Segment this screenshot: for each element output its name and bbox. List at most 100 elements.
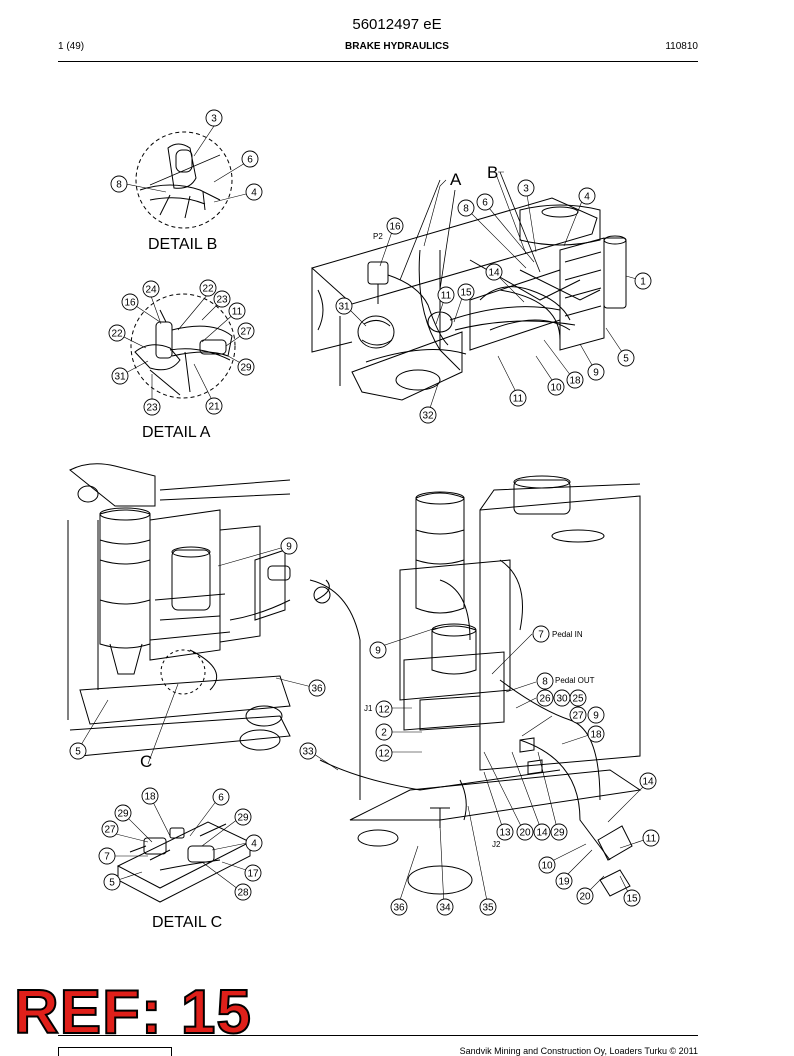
callout-number: 10 [550, 383, 562, 394]
callout-circle [634, 272, 652, 290]
callout-number: 9 [593, 368, 599, 379]
detail-c-view [116, 821, 252, 903]
callout-circle [476, 193, 494, 211]
callout-circle [550, 823, 568, 841]
callout-number: 11 [513, 394, 524, 405]
callout-circle [110, 175, 128, 193]
footer-copyright: Sandvik Mining and Construction Oy, Load… [459, 1046, 698, 1056]
callout-number: 5 [623, 354, 629, 365]
callout-circle [228, 302, 246, 320]
callout-circle [103, 873, 121, 891]
callout-circle [237, 322, 255, 340]
callout-number: 13 [499, 828, 511, 839]
callout-number: 22 [202, 284, 214, 295]
callout-circle [108, 324, 126, 342]
callout-circle [536, 672, 554, 690]
callout-circle [234, 883, 252, 901]
callout-number: 3 [523, 184, 529, 195]
callout-circle [587, 706, 605, 724]
callout-number: 29 [553, 828, 565, 839]
callout-number: 9 [593, 711, 599, 722]
callout-number: 8 [542, 677, 548, 688]
j2-label: J2 [492, 840, 501, 849]
callout-circle [576, 887, 594, 905]
callout-number: 27 [240, 327, 252, 338]
callout-circle [212, 788, 230, 806]
callout-number: 18 [590, 730, 602, 741]
callout-circle [121, 293, 139, 311]
callout-circle [390, 898, 408, 916]
callout-number: 29 [240, 363, 252, 374]
callout-number: 32 [422, 411, 434, 422]
callout-number: 23 [216, 295, 228, 306]
callout-number: 4 [251, 188, 257, 199]
callout-circle [245, 183, 263, 201]
pedal-out-label: Pedal OUT [555, 676, 595, 685]
callout-circle [142, 280, 160, 298]
callout-number: 36 [311, 684, 323, 695]
callout-number: 7 [104, 852, 110, 863]
callout-number: 12 [378, 705, 390, 716]
section-title: BRAKE HYDRAULICS [345, 41, 449, 52]
p2-label: P2 [373, 232, 383, 241]
callout-number: 21 [208, 402, 220, 413]
callout-number: 2 [381, 728, 387, 739]
callout-circle [457, 283, 475, 301]
callout-number: 4 [251, 839, 257, 850]
callout-circle [375, 723, 393, 741]
callout-number: 9 [286, 542, 292, 553]
callout-circle [245, 834, 263, 852]
callout-circle [569, 706, 587, 724]
callout-circle [437, 286, 455, 304]
callout-number: 5 [109, 878, 115, 889]
callout-circle [205, 109, 223, 127]
callout-number: 12 [378, 749, 390, 760]
callout-number: 22 [111, 329, 123, 340]
callout-number: 23 [146, 403, 158, 414]
callout-circle [623, 889, 641, 907]
callout-number: 31 [114, 372, 126, 383]
detail-c-caption: DETAIL C [152, 914, 223, 931]
brake-valve-assembly [309, 475, 642, 897]
callout-number: 7 [538, 630, 544, 641]
callout-circle [533, 823, 551, 841]
j1-label: J1 [364, 704, 373, 713]
detail-a-caption: DETAIL A [142, 424, 211, 441]
callout-number: 15 [626, 894, 638, 905]
callout-circle [199, 279, 217, 297]
callout-number: 14 [642, 777, 654, 788]
view-c-marker: C [140, 752, 153, 771]
callout-number: 10 [541, 861, 553, 872]
callout-circle [69, 742, 87, 760]
callout-circle [516, 823, 534, 841]
callout-number: 35 [482, 903, 494, 914]
callout-circle [536, 689, 554, 707]
callout-circle [642, 829, 660, 847]
callout-number: 9 [375, 646, 381, 657]
callout-circle [532, 625, 550, 643]
callout-circle [375, 744, 393, 762]
callout-number: 8 [463, 204, 469, 215]
callout-circle [386, 217, 404, 235]
callout-circle [244, 864, 262, 882]
callout-number: 1 [640, 277, 646, 288]
callout-number: 26 [539, 694, 551, 705]
callout-number: 20 [519, 828, 531, 839]
pedal-in-label: Pedal IN [552, 630, 583, 639]
callout-circle [555, 872, 573, 890]
callout-circle [457, 199, 475, 217]
callout-circle [569, 689, 587, 707]
callout-number: 5 [75, 747, 81, 758]
callout-number: 30 [556, 694, 568, 705]
callout-number: 27 [104, 825, 116, 836]
callout-circle [335, 297, 353, 315]
callout-number: 36 [393, 903, 405, 914]
machine-overview [310, 171, 627, 401]
callout-circle [375, 700, 393, 718]
callout-number: 14 [536, 828, 548, 839]
callout-number: 29 [117, 809, 129, 820]
callout-circle [517, 179, 535, 197]
callout-number: 24 [145, 285, 157, 296]
footer-rule [58, 1035, 698, 1036]
callout-circle [419, 406, 437, 424]
